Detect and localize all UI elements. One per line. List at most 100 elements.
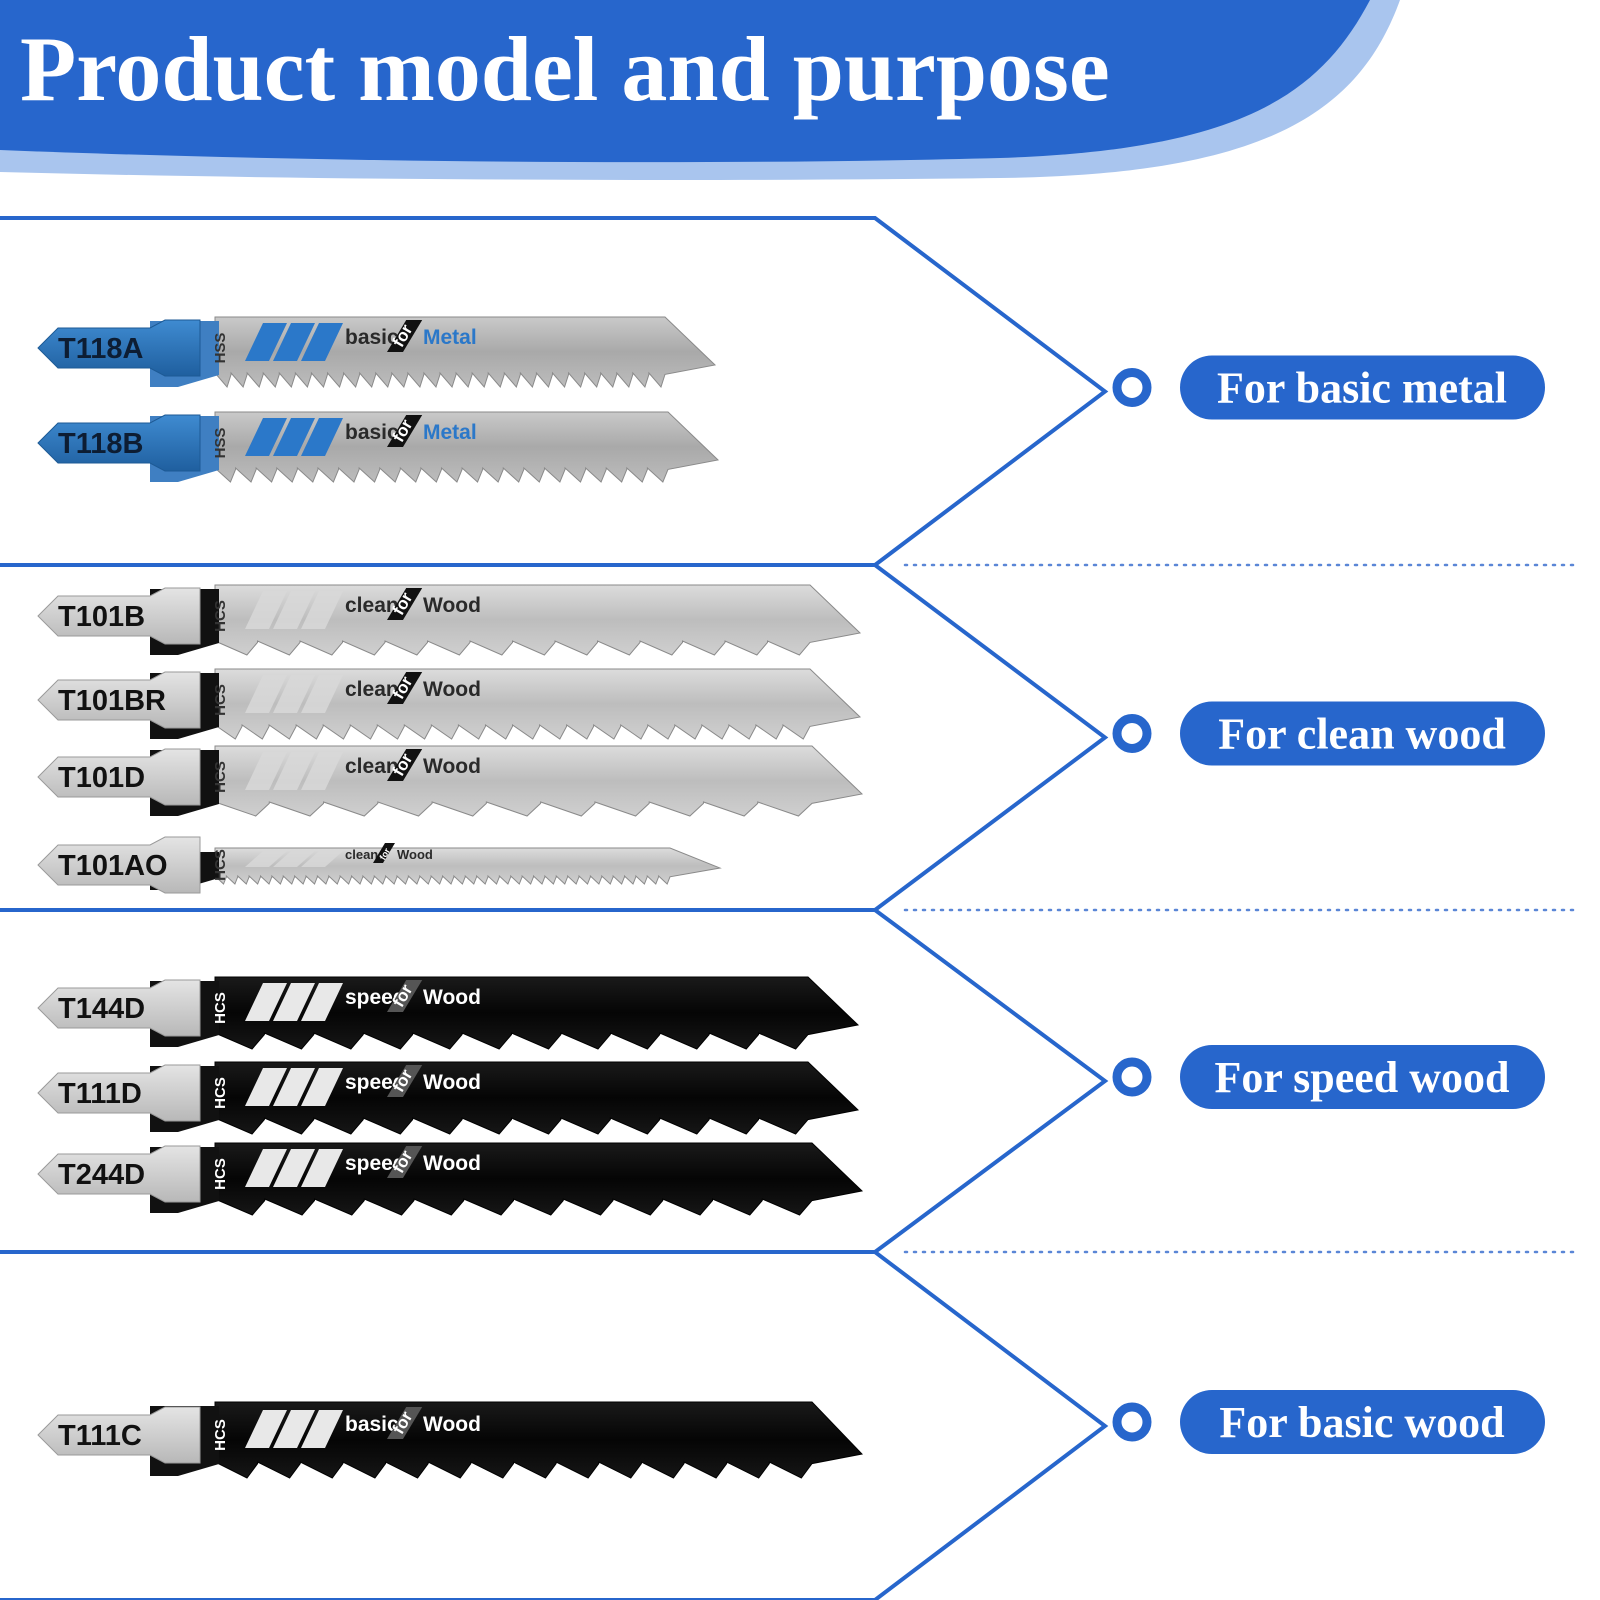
model-number: T144D [58,993,145,1025]
material-code: HCS [212,849,229,881]
blade-body [214,1061,860,1135]
purpose-marker: For basic wood [1112,1390,1545,1454]
model-number: T111D [58,1078,142,1110]
material-code: HCS [212,1077,229,1109]
for-tag [387,749,423,781]
blade-label-word: Wood [423,1071,481,1094]
purpose-pill [1180,1045,1545,1109]
for-tag [387,1065,423,1097]
material-code: HCS [212,1158,229,1190]
blade-shank [37,1145,201,1203]
stripe-decoration [245,591,343,629]
purpose-label: For speed wood [1215,1053,1510,1102]
stripe-decoration [245,1410,343,1448]
blade-shank [37,319,201,377]
purpose-label: For clean wood [1218,710,1506,759]
blade-body [214,584,862,656]
purpose-label: For basic metal [1217,364,1507,413]
stripe-decoration [245,1149,343,1187]
model-number: T118A [58,333,143,365]
bullet-ring-icon [1112,368,1152,407]
purpose-marker: For clean wood [1112,701,1545,766]
material-code: HCS [212,1419,229,1451]
for-tag [387,1146,423,1178]
purpose-marker: For speed wood [1112,1045,1545,1109]
blade-body [214,316,717,389]
blade-label-word: Wood [423,986,481,1009]
page-title: Product model and purpose [20,18,1110,120]
blade-label-word: basic [345,421,399,444]
model-number: T101BR [58,685,166,717]
blade-label-word: Metal [423,326,477,349]
model-number: T101B [58,601,145,633]
header-banner-main [0,0,1370,163]
stripe-decoration [245,752,343,790]
blade-body [214,1142,864,1216]
blade-shank [37,1064,201,1122]
bullet-ring-icon [1112,714,1152,753]
for-tag [387,980,423,1012]
material-code: HCS [212,761,229,793]
bullet-ring-icon [1112,1402,1152,1442]
blade-body [214,745,864,817]
stripe-decoration [245,1068,343,1106]
stripe-decoration [245,418,343,456]
for-tag [373,843,395,863]
purpose-pill [1180,1390,1545,1454]
material-code: HSS [212,333,229,364]
model-number: T101D [58,762,145,794]
blade-body [214,411,720,483]
blade-label-word: clean [345,594,399,617]
blade-body [214,1401,863,1479]
header-banner: Product model and purpose [0,0,1400,180]
blade-shank [37,587,201,645]
material-code: HCS [212,992,229,1024]
for-tag [387,672,423,704]
purpose-label: For basic wood [1219,1398,1504,1447]
blade-body [214,847,722,885]
material-code: HSS [212,428,229,459]
blade-label-word: Wood [423,755,481,778]
blade-shank [37,414,201,472]
purpose-pill [1180,355,1545,420]
for-tag [387,588,423,620]
for-tag [387,1407,423,1439]
blade-body [214,976,860,1050]
stripe-decoration [245,983,343,1021]
blade-label-word: Wood [423,594,481,617]
blade-shank [37,748,201,806]
model-number: T101AO [58,850,168,882]
material-code: HCS [212,600,229,632]
blade-label-word: clean [345,847,378,862]
blade-label-word: speed [345,986,406,1009]
blade-label-word: clean [345,678,399,701]
blade-label-word: basic [345,326,399,349]
blade-label-word: Wood [423,1413,481,1436]
blade-shank [37,979,201,1037]
blade-body [214,668,862,740]
blade-label-word: speed [345,1152,406,1175]
blade-label-word: Wood [423,678,481,701]
section-frame [0,1250,1109,1600]
blade-label-word: Metal [423,421,477,444]
section-frame [0,216,1109,567]
blade-label-word: Wood [423,1152,481,1175]
purpose-pill [1180,701,1545,766]
blade-label-word: basic [345,1413,399,1436]
stripe-decoration [245,323,343,361]
for-tag [387,320,423,352]
material-code: HCS [212,684,229,716]
blade-label-word: clean [345,755,399,778]
